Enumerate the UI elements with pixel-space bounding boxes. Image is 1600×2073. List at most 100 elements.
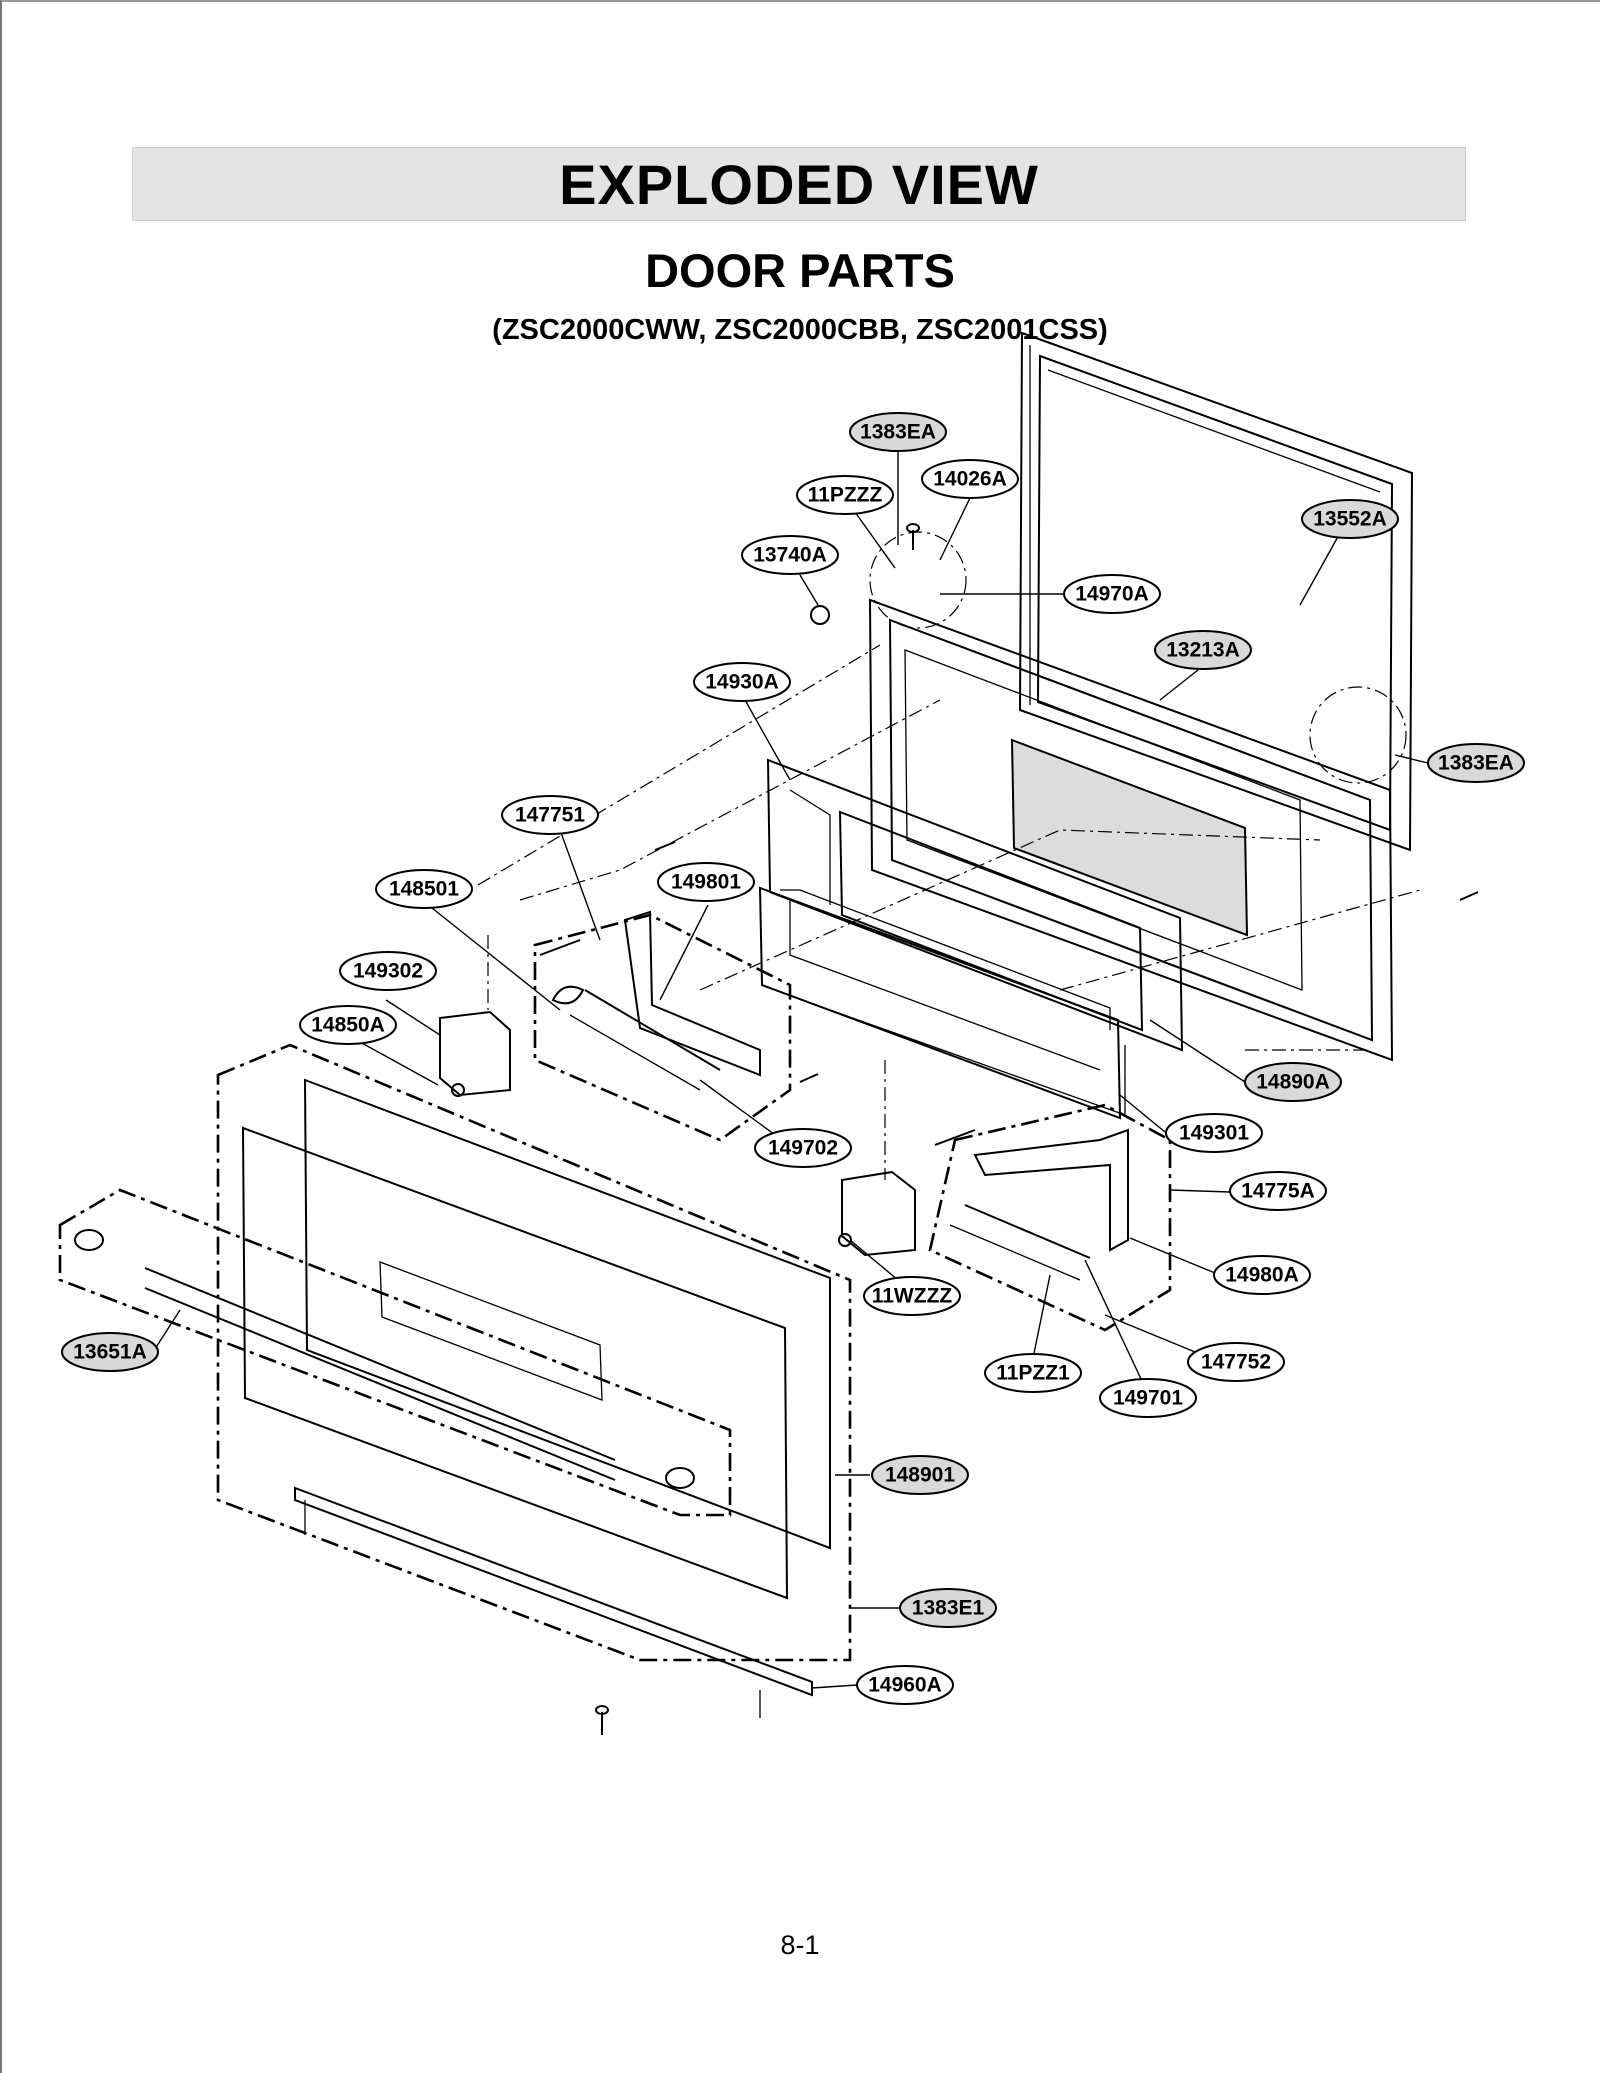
callout-label: 14775A [1241,1180,1315,1203]
section-title: DOOR PARTS [645,244,955,297]
callout-bubble [1229,1171,1327,1211]
screws [451,523,1479,1735]
callout-label: 13740A [753,544,827,567]
callout-14890A: 14890A [1244,1062,1342,1102]
callout-label: 147752 [1201,1351,1271,1374]
callout-11PZZ1: 11PZZ1 [984,1353,1082,1393]
callout-14960A: 14960A [856,1665,954,1705]
callout-label: 14930A [705,671,779,694]
callout-bubble [863,1276,961,1316]
callout-11WZZZ: 11WZZZ [863,1276,961,1316]
callout-bubble [1063,574,1161,614]
callout-bubble [741,535,839,575]
callout-14930A: 14930A [693,662,791,702]
callout-label: 148501 [389,878,459,901]
callout-bubble [1213,1255,1311,1295]
callout-bubble [693,662,791,702]
callout-bubble [1187,1342,1285,1382]
callout-149801: 149801 [657,862,755,902]
lower-channel [758,886,1122,1120]
callout-bubble [921,459,1019,499]
callout-label: 1383EA [1438,752,1514,775]
title-banner: EXPLODED VIEW [132,147,1466,221]
latch-detail-circles [869,531,1407,784]
callout-14980A: 14980A [1213,1255,1311,1295]
page-title: EXPLODED VIEW [559,152,1039,216]
callout-147752: 147752 [1187,1342,1285,1382]
callout-bubble [1244,1062,1342,1102]
callout-bubble [339,951,437,991]
callout-bubble [1427,743,1525,783]
callout-bubble [1154,630,1252,670]
callout-label: 14980A [1225,1264,1299,1287]
callout-label: 14970A [1075,583,1149,606]
callout-bubble [61,1332,159,1372]
callout-13552A: 13552A [1301,499,1399,539]
callout-bubble [1301,499,1399,539]
callout-label: 13552A [1313,508,1387,531]
callout-label: 14960A [868,1674,942,1697]
callout-14970A: 14970A [1063,574,1161,614]
callout-label: 14890A [1256,1071,1330,1094]
callout-label: 149701 [1113,1387,1183,1410]
callout-bubble [501,795,599,835]
callout-label: 1383EA [860,421,936,444]
callout-149301: 149301 [1165,1113,1263,1153]
callout-label: 149301 [1179,1122,1249,1145]
door-handle [58,1188,732,1517]
callout-bubble [984,1353,1082,1393]
callout-11PZZZ: 11PZZZ [796,475,894,515]
callout-label: 1383E1 [912,1597,985,1620]
callout-149701: 149701 [1099,1378,1197,1418]
callout-bubble [856,1665,954,1705]
callout-label: 148901 [885,1464,955,1487]
callout-14850A: 14850A [299,1005,397,1045]
callout-bubble [754,1128,852,1168]
callout-bubble [796,475,894,515]
callout-13740A: 13740A [741,535,839,575]
callout-label: 11PZZ1 [996,1362,1070,1385]
left-hinge-block [439,1010,511,1097]
callout-label: 14850A [311,1014,385,1037]
callout-14026A: 14026A [921,459,1019,499]
callout-bubble [1165,1113,1263,1153]
callout-bubble [657,862,755,902]
door-bottom-trim [294,1486,813,1718]
callout-label: 147751 [515,804,585,827]
callout-label: 11WZZZ [872,1285,953,1308]
callout-bubble [299,1005,397,1045]
callout-149702: 149702 [754,1128,852,1168]
model-list: (ZSC2000CWW, ZSC2000CBB, ZSC2001CSS) [492,314,1108,346]
callout-label: 13213A [1166,639,1240,662]
callout-148901: 148901 [871,1455,969,1495]
callout-1383E1: 1383E1 [899,1588,997,1628]
right-hinge-assembly [928,1103,1172,1332]
callout-149302: 149302 [339,951,437,991]
callout-label: 149302 [353,960,423,983]
alignment-lines [477,644,1421,1180]
right-hinge-block [841,1170,916,1257]
callout-13213A: 13213A [1154,630,1252,670]
callout-bubble [1099,1378,1197,1418]
callout-13651A: 13651A [61,1332,159,1372]
callout-1383EA-top: 1383EA [849,412,947,452]
callout-bubble [899,1588,997,1628]
callout-label: 11PZZZ [808,484,883,507]
callout-bubble [871,1455,969,1495]
callout-bubble [375,869,473,909]
callout-148501: 148501 [375,869,473,909]
callout-147751: 147751 [501,795,599,835]
callout-label: 14026A [933,468,1007,491]
callout-bubble [849,412,947,452]
callout-14775A: 14775A [1229,1171,1327,1211]
callout-label: 149702 [768,1137,838,1160]
leader-lines [152,452,1429,1689]
callout-1383EA-right: 1383EA [1427,743,1525,783]
left-hinge-assembly [533,910,792,1142]
callout-label: 13651A [73,1341,147,1364]
page-number: 8-1 [780,1930,820,1960]
callout-label: 149801 [671,871,741,894]
inner-door-panel [868,598,1394,1062]
